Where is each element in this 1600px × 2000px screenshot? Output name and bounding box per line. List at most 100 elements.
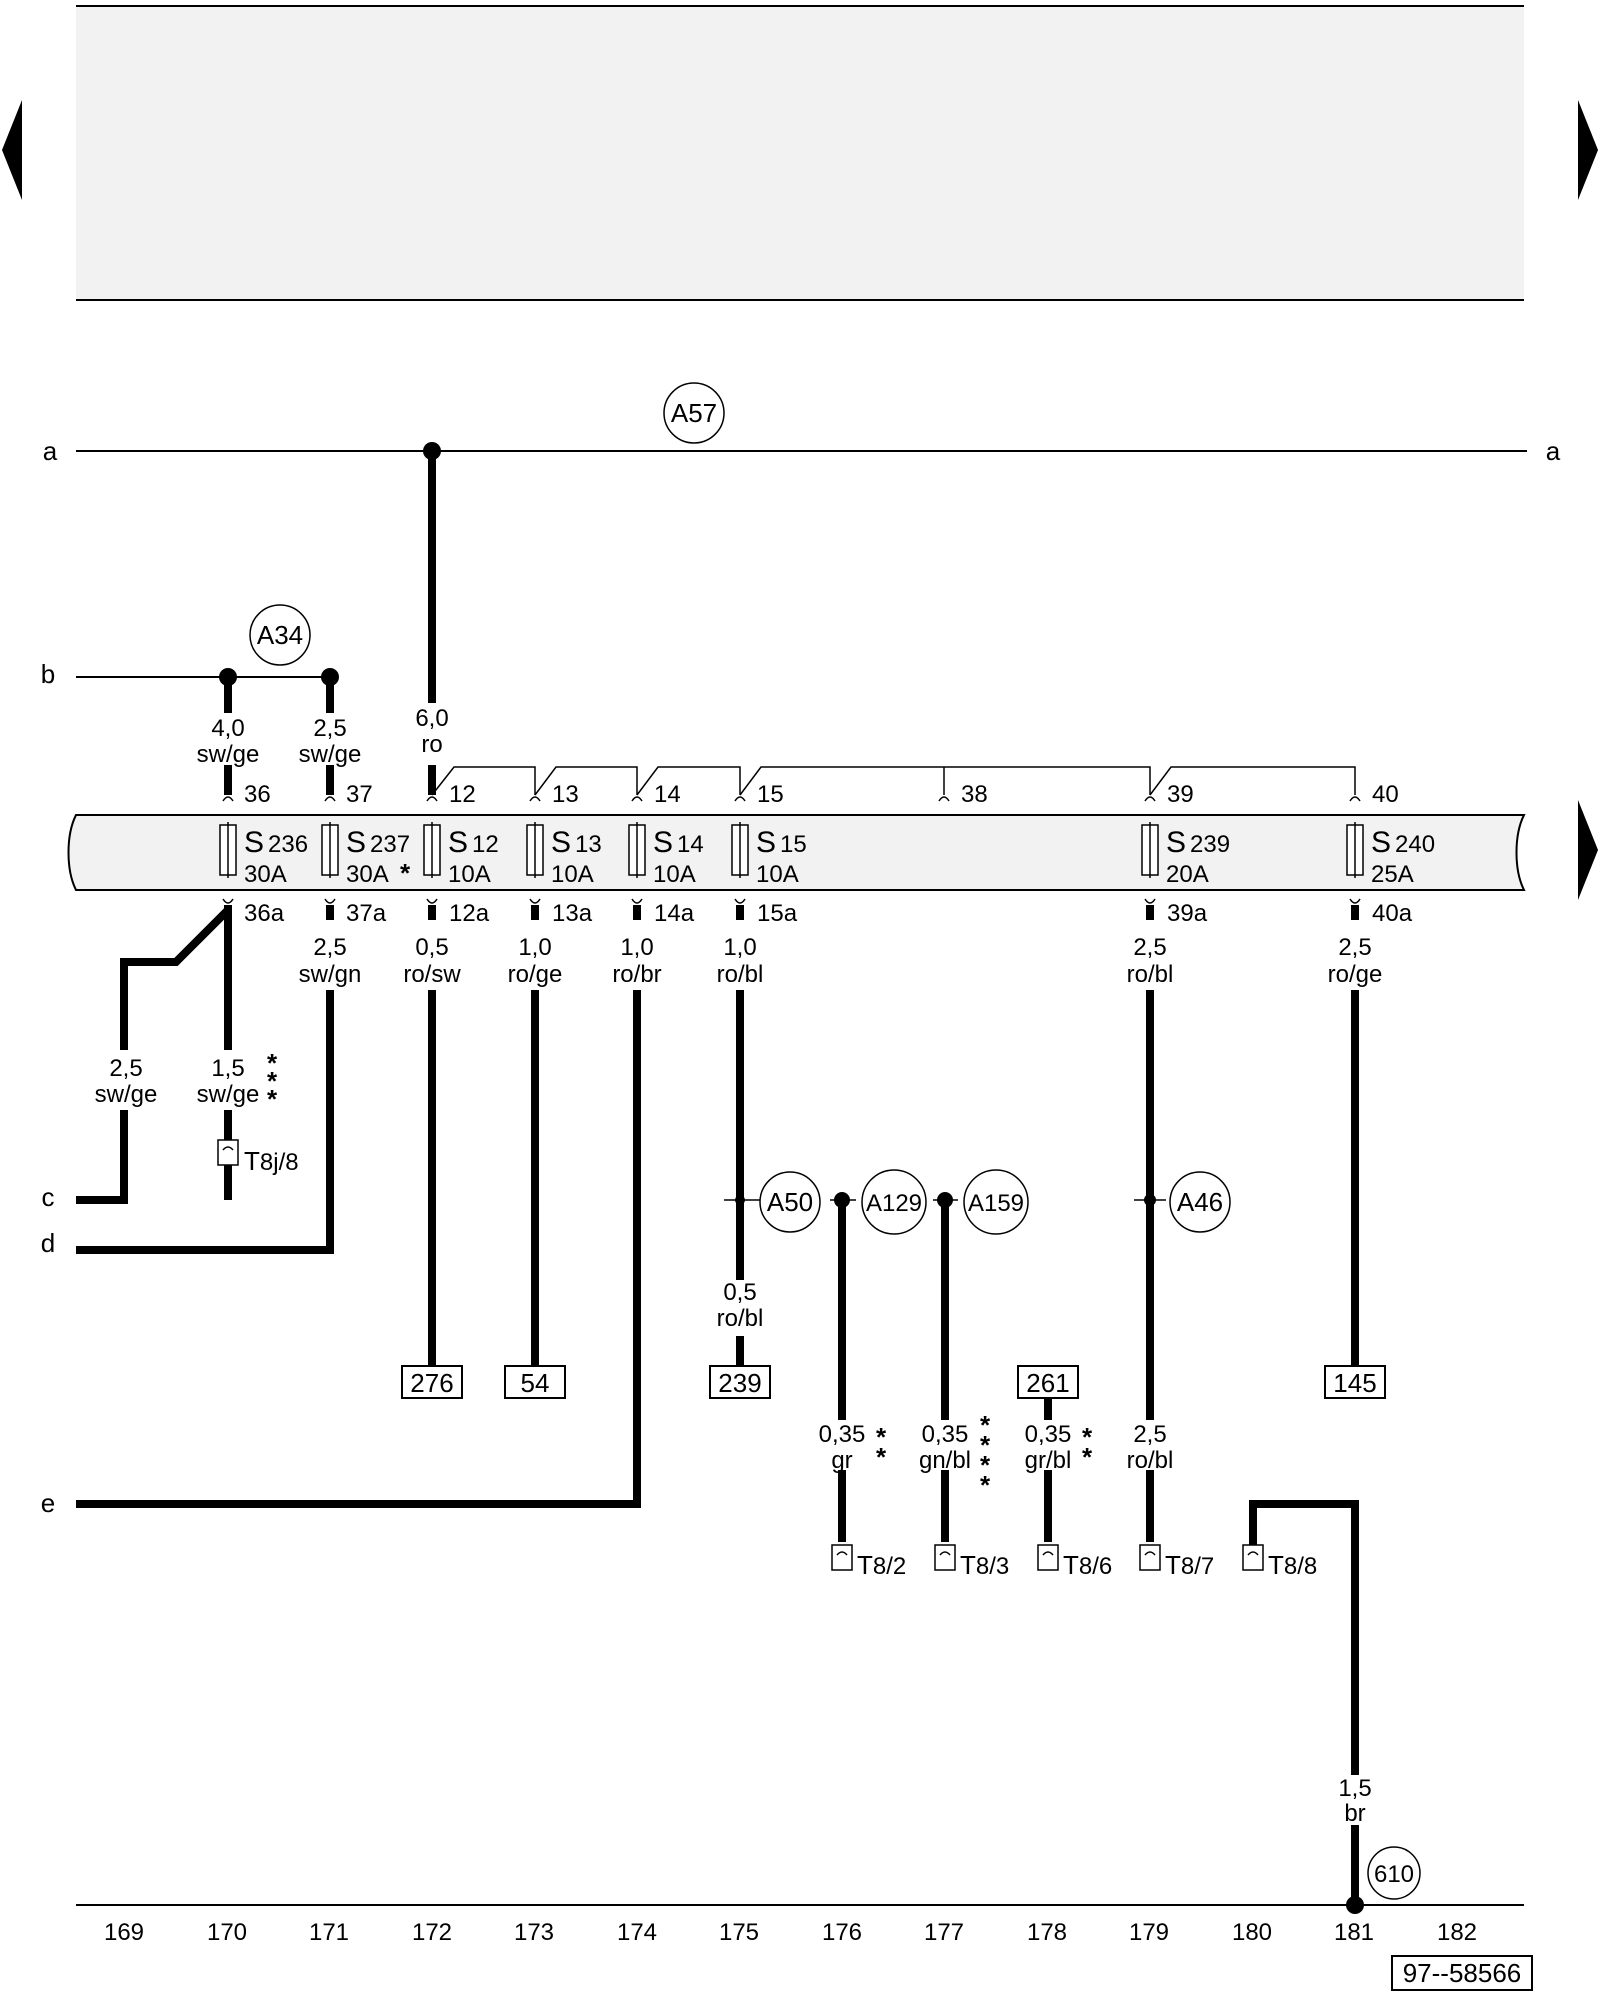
column-number: 182 [1437, 1919, 1477, 1946]
junction-a34-left [219, 668, 237, 686]
svg-text:*: * [267, 1048, 278, 1078]
wire-label-backgrounds [80, 703, 1395, 1825]
wire-label-t8-2-size: 0,35 [819, 1421, 866, 1448]
column-number: 171 [309, 1919, 349, 1946]
wire-label-s14-color: ro/br [612, 961, 661, 988]
svg-text:276: 276 [410, 1368, 453, 1398]
column-number: 176 [822, 1919, 862, 1946]
connector-a46: A46 [1169, 1171, 1231, 1233]
svg-text:A129: A129 [866, 1190, 922, 1217]
wire-label-s13-color: ro/ge [508, 961, 563, 988]
connector-610: 610 [1367, 1846, 1421, 1900]
svg-text:T8/2: T8/2 [857, 1550, 906, 1580]
fuse-bridge-14-15 [636, 766, 741, 796]
pin-t8j8: T8j/8 [217, 1139, 299, 1176]
column-number: 175 [719, 1919, 759, 1946]
fuse-s236-rating: 30A [244, 861, 287, 888]
junction-a57 [423, 442, 441, 460]
svg-text:T8j/8: T8j/8 [244, 1146, 299, 1176]
svg-text:A57: A57 [671, 398, 717, 428]
terminal-40: 40 [1372, 781, 1399, 808]
fuse-s15-rating: 10A [756, 861, 799, 888]
wire-label-t8-7-size: 2,5 [1133, 1421, 1166, 1448]
rail-label-a-left: a [43, 436, 58, 466]
rail-label-e: e [41, 1488, 55, 1518]
connector-a129: A129 [861, 1169, 927, 1235]
wire-label-s239-size: 2,5 [1133, 934, 1166, 961]
fuse-s239-rating: 20A [1166, 861, 1209, 888]
terminal-36: 36 [244, 781, 271, 808]
previous-page-arrow-icon[interactable] [2, 100, 22, 200]
column-number: 177 [924, 1919, 964, 1946]
header-panel [76, 6, 1524, 300]
wire-label-4-0-color: sw/ge [197, 741, 260, 768]
column-number: 178 [1027, 1919, 1067, 1946]
fuse-center-lines [227, 822, 1356, 878]
wire-label-s12-color: ro/sw [403, 961, 461, 988]
svg-text:T8/3: T8/3 [960, 1550, 1009, 1580]
svg-text:*: * [980, 1450, 991, 1480]
wire-label-s239-color: ro/bl [1127, 961, 1174, 988]
svg-text:T8/7: T8/7 [1165, 1550, 1214, 1580]
ref-box-54[interactable]: 54 [504, 1365, 566, 1399]
wire-label-2-5-color: sw/ge [299, 741, 362, 768]
output-terminal-marks [222, 898, 1361, 904]
wire-label-c-color: sw/ge [95, 1081, 158, 1108]
junction-a34-right [321, 668, 339, 686]
column-number: 180 [1232, 1919, 1272, 1946]
connector-a34: A34 [249, 604, 311, 666]
column-number: 172 [412, 1919, 452, 1946]
wire-label-t8-3-marker: * * * * [980, 1410, 991, 1500]
svg-text:261: 261 [1026, 1368, 1069, 1398]
rail-e [76, 990, 641, 1508]
pin-t8-6: T8/6 [1037, 1544, 1112, 1580]
connector-a159: A159 [963, 1169, 1029, 1235]
svg-text:*: * [267, 1084, 278, 1114]
pin-t8-8: T8/8 [1242, 1544, 1317, 1580]
rail-d [76, 990, 334, 1254]
continuation-arrow-icon [1578, 800, 1598, 900]
wire-label-c-size: 2,5 [109, 1055, 142, 1082]
wire-label-s12-size: 0,5 [415, 934, 448, 961]
wire-label-t8-6-color: gr/bl [1025, 1447, 1072, 1474]
fuse-bridge-12-13 [431, 766, 536, 796]
ref-box-145[interactable]: 145 [1324, 1365, 1386, 1399]
column-number: 169 [104, 1919, 144, 1946]
wire-label-s15-size: 1,0 [723, 934, 756, 961]
terminal-40a: 40a [1372, 900, 1413, 927]
next-page-arrow-icon[interactable] [1578, 100, 1598, 200]
ref-box-261[interactable]: 261 [1017, 1365, 1079, 1399]
wire-label-t8j8-size: 1,5 [211, 1055, 244, 1082]
svg-text:*: * [980, 1470, 991, 1500]
wire-label-t8-2-color: gr [831, 1447, 852, 1474]
ref-box-276[interactable]: 276 [401, 1365, 463, 1399]
wire-label-a50-color: ro/bl [717, 1305, 764, 1332]
terminal-15: 15 [757, 781, 784, 808]
junction-a46 [1144, 1194, 1156, 1206]
wire-label-6-0-size: 6,0 [415, 705, 448, 732]
wire-label-s237-size: 2,5 [313, 934, 346, 961]
wire-label-s237-color: sw/gn [299, 961, 362, 988]
ref-box-239[interactable]: 239 [709, 1365, 771, 1399]
connector-a57: A57 [663, 382, 725, 444]
fuse-s13-rating: 10A [551, 861, 594, 888]
terminal-39a: 39a [1167, 900, 1208, 927]
fuse-s237-marker: * [400, 858, 411, 888]
svg-text:*: * [1082, 1422, 1093, 1452]
wire-label-610-size: 1,5 [1338, 1775, 1371, 1802]
svg-text:*: * [876, 1442, 887, 1472]
wire-label-t8-6-size: 0,35 [1025, 1421, 1072, 1448]
terminal-13a: 13a [552, 900, 593, 927]
wire-label-s240-color: ro/ge [1328, 961, 1383, 988]
fuse-bridge-15-38-39 [739, 766, 1151, 796]
svg-text:97--58566: 97--58566 [1403, 1958, 1522, 1988]
terminal-36a: 36a [244, 900, 285, 927]
svg-text:*: * [1082, 1442, 1093, 1472]
input-terminal-marks [222, 796, 1361, 802]
